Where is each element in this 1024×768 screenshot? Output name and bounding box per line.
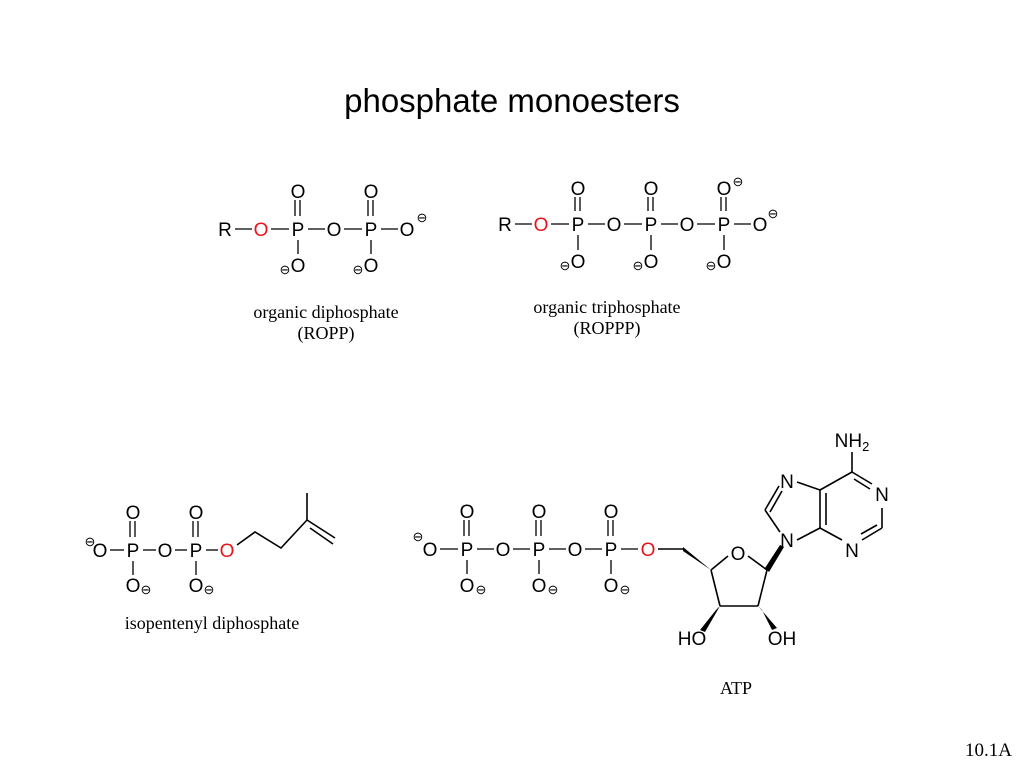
terminal-oxygen-atom: O — [93, 541, 108, 562]
oxygen-atom: O — [604, 576, 619, 597]
oxygen-atom: O — [571, 252, 586, 273]
triphosphate-abbreviation: (ROPPP) — [573, 318, 641, 338]
oxygen-atom: O — [644, 252, 659, 273]
phosphorus-atom: P — [365, 220, 378, 241]
oxo-oxygen-atom: O — [532, 502, 547, 523]
organic-diphosphate-structure: R O P O O ⊖ O P O O ⊖ O ⊖ — [218, 182, 427, 277]
r-group-atom: R — [498, 215, 512, 236]
hydroxyl-group-label: OH — [768, 629, 797, 650]
organic-triphosphate-structure: R O P O O ⊖ O P O O ⊖ O P — [498, 174, 778, 273]
atp-structure: ⊖ O P O O ⊖ O P O O ⊖ O P O — [413, 431, 889, 650]
terminal-oxygen-atom: O — [423, 540, 438, 561]
bridging-oxygen-atom: O — [680, 215, 695, 236]
oxo-oxygen-atom: O — [126, 503, 141, 524]
oxo-oxygen-atom: O — [717, 179, 732, 200]
negative-charge-icon: ⊖ — [280, 262, 291, 277]
bridging-oxygen-atom: O — [158, 541, 173, 562]
negative-charge-icon: ⊖ — [560, 258, 571, 273]
bridging-oxygen-atom: O — [327, 220, 342, 241]
ester-oxygen-atom: O — [254, 220, 269, 241]
terminal-oxygen-atom: O — [400, 220, 415, 241]
oxygen-atom: O — [126, 576, 141, 597]
negative-charge-icon: ⊖ — [85, 534, 96, 549]
page-number: 10.1A — [965, 740, 1012, 761]
bridging-oxygen-atom: O — [607, 215, 622, 236]
phosphorus-atom: P — [645, 215, 658, 236]
oxygen-atom: O — [460, 576, 475, 597]
n1-nitrogen-atom: N — [875, 485, 889, 506]
phosphorus-atom: P — [718, 215, 731, 236]
triphosphate-name: organic triphosphate — [533, 297, 681, 317]
negative-charge-icon: ⊖ — [706, 258, 717, 273]
hydroxyl-group-label: HO — [678, 629, 707, 650]
amino-group-label: NH2 — [835, 431, 870, 454]
phosphorus-atom: P — [127, 541, 140, 562]
oxo-oxygen-atom: O — [644, 179, 659, 200]
r-group-atom: R — [218, 220, 232, 241]
diphosphate-abbreviation: (ROPP) — [297, 323, 355, 343]
diphosphate-name: organic diphosphate — [253, 302, 399, 322]
negative-charge-icon: ⊖ — [204, 582, 215, 597]
phosphorus-atom: P — [605, 540, 618, 561]
oxo-oxygen-atom: O — [571, 179, 586, 200]
negative-charge-icon: ⊖ — [413, 529, 424, 544]
diphosphate-caption: organic diphosphate (ROPP) — [226, 302, 426, 344]
negative-charge-icon: ⊖ — [141, 582, 152, 597]
bridging-oxygen-atom: O — [568, 540, 583, 561]
phosphorus-atom: P — [533, 540, 546, 561]
negative-charge-icon: ⊖ — [476, 582, 487, 597]
n3-nitrogen-atom: N — [845, 541, 859, 562]
oxo-oxygen-atom: O — [604, 502, 619, 523]
isopentenyl-diphosphate-structure: ⊖ O P O O ⊖ O P O O ⊖ O — [85, 493, 336, 597]
oxygen-atom: O — [189, 576, 204, 597]
oxygen-atom: O — [717, 252, 732, 273]
phosphorus-atom: P — [190, 541, 203, 562]
n9-nitrogen-atom: N — [780, 531, 794, 552]
ester-oxygen-atom: O — [641, 540, 656, 561]
slide-title: phosphate monoesters — [344, 82, 680, 119]
negative-charge-icon: ⊖ — [548, 582, 559, 597]
negative-charge-icon: ⊖ — [417, 210, 428, 225]
bridging-oxygen-atom: O — [496, 540, 511, 561]
oxo-oxygen-atom: O — [291, 182, 306, 203]
ester-oxygen-atom: O — [534, 215, 549, 236]
negative-charge-icon: ⊖ — [768, 206, 779, 221]
oxygen-atom: O — [291, 256, 306, 277]
terminal-oxygen-atom: O — [753, 215, 768, 236]
ipp-caption: isopentenyl diphosphate — [124, 613, 300, 633]
oxo-oxygen-atom: O — [189, 503, 204, 524]
negative-charge-icon: ⊖ — [620, 582, 631, 597]
ring-oxygen-atom: O — [731, 544, 746, 565]
negative-charge-icon: ⊖ — [733, 174, 744, 189]
oxygen-atom: O — [364, 256, 379, 277]
phosphorus-atom: P — [292, 220, 305, 241]
oxygen-atom: O — [532, 576, 547, 597]
triphosphate-caption: organic triphosphate (ROPPP) — [507, 297, 707, 339]
oxo-oxygen-atom: O — [460, 502, 475, 523]
phosphorus-atom: P — [572, 215, 585, 236]
negative-charge-icon: ⊖ — [353, 262, 364, 277]
phosphorus-atom: P — [461, 540, 474, 561]
oxo-oxygen-atom: O — [364, 182, 379, 203]
atp-caption: ATP — [719, 678, 752, 698]
negative-charge-icon: ⊖ — [633, 258, 644, 273]
ester-oxygen-atom: O — [220, 541, 235, 562]
n7-nitrogen-atom: N — [780, 472, 794, 493]
